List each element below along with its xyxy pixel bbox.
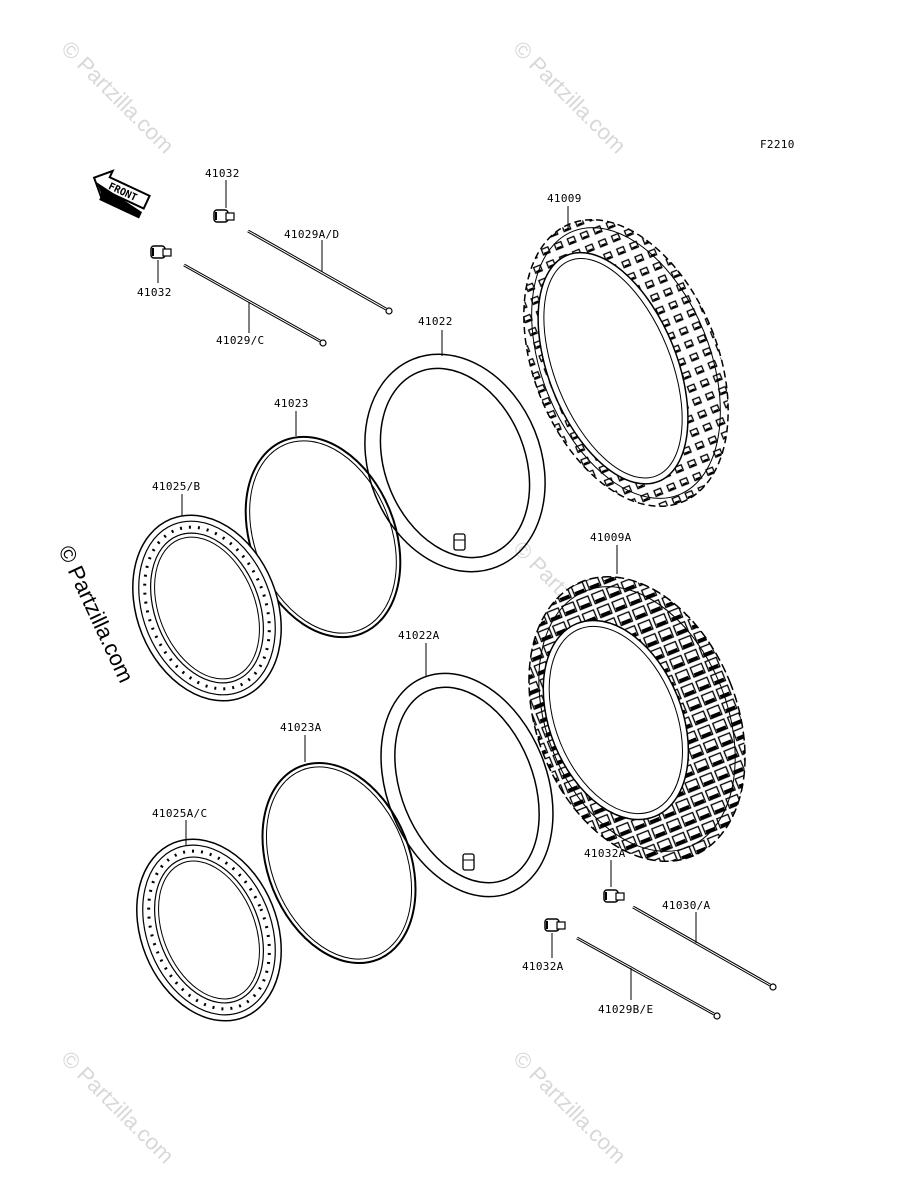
spoke-icon — [576, 936, 721, 1020]
rear-rim-band-icon — [261, 761, 417, 965]
front-tire-icon — [523, 218, 729, 508]
watermark: © Partzilla.com — [56, 1046, 179, 1169]
part-label-41023[interactable]: 41023 — [274, 397, 309, 410]
rear-tire-icon — [528, 576, 746, 862]
part-label-41032a[interactable]: 41032A — [522, 960, 564, 973]
part-label-41009a[interactable]: 41009A — [590, 531, 632, 544]
spoke-icon — [183, 263, 327, 347]
part-label-41032[interactable]: 41032 — [205, 167, 240, 180]
front-rim-icon — [132, 514, 282, 702]
part-label-41023a[interactable]: 41023A — [280, 721, 322, 734]
rear-tube-icon — [380, 672, 554, 898]
valve-stem-icon — [462, 853, 475, 871]
spoke-icon — [247, 229, 393, 315]
part-label-41022a[interactable]: 41022A — [398, 629, 440, 642]
part-label-41022[interactable]: 41022 — [418, 315, 453, 328]
part-label-41032[interactable]: 41032 — [137, 286, 172, 299]
valve-stem-icon — [453, 533, 466, 551]
valve-cap-icon — [150, 245, 172, 259]
diagram-code: F2210 — [760, 138, 795, 151]
spoke-icon — [632, 905, 777, 991]
valve-cap-icon — [544, 918, 566, 932]
valve-cap-icon — [213, 209, 235, 223]
part-label-41029c[interactable]: 41029/C — [216, 334, 264, 347]
watermark: © Partzilla.com — [56, 36, 179, 159]
part-label-41025ac[interactable]: 41025A/C — [152, 807, 207, 820]
part-label-41009[interactable]: 41009 — [547, 192, 582, 205]
part-label-41032a[interactable]: 41032A — [584, 847, 626, 860]
valve-cap-icon — [603, 889, 625, 903]
watermark: © Partzilla.com — [508, 1046, 631, 1169]
watermark: © Partzilla.com — [53, 542, 138, 687]
front-arrow: FRONT — [92, 169, 151, 219]
part-label-41025b[interactable]: 41025/B — [152, 480, 201, 493]
front-tube-icon — [364, 353, 546, 573]
rear-rim-icon — [136, 838, 282, 1022]
part-label-41030a[interactable]: 41030/A — [662, 899, 711, 912]
part-label-41029be[interactable]: 41029B/E — [598, 1003, 653, 1016]
part-label-41029ad[interactable]: 41029A/D — [284, 228, 339, 241]
watermark: © Partzilla.com — [508, 36, 631, 159]
